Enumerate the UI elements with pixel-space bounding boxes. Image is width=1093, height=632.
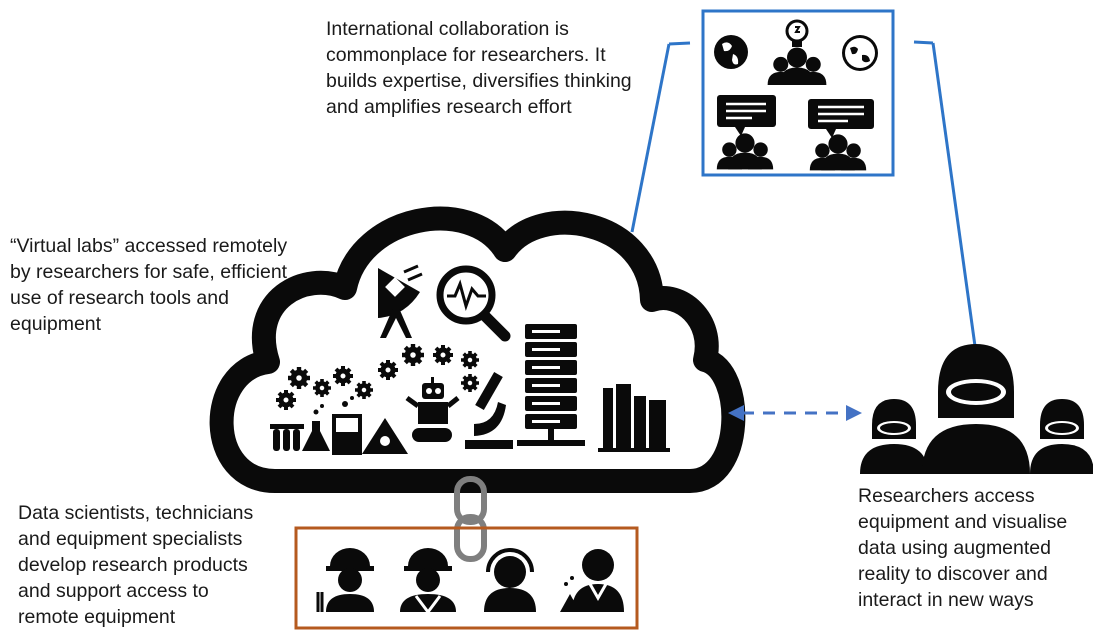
globe-icon bbox=[714, 35, 748, 69]
magnifier-icon bbox=[436, 265, 511, 342]
server-rack-icon bbox=[517, 324, 585, 446]
speech-bubble-icon bbox=[717, 95, 776, 136]
collab-connector-left-tick bbox=[668, 41, 691, 46]
collab-connector-right-tick bbox=[913, 40, 934, 45]
worker-icon bbox=[400, 548, 456, 615]
researchers-group bbox=[860, 344, 1093, 474]
satellite-dish-icon bbox=[378, 264, 423, 338]
books-icon bbox=[598, 384, 670, 452]
data-scientists-text: Data scientists, technicians and equipme… bbox=[18, 502, 254, 628]
test-tubes-icon bbox=[270, 424, 304, 451]
dashed-double-arrow bbox=[728, 405, 862, 421]
chain-icon bbox=[454, 476, 487, 562]
globe-icon bbox=[842, 35, 878, 71]
biohazard-icon bbox=[362, 418, 408, 454]
flask-icon bbox=[302, 404, 330, 451]
researchers-text: Researchers access equipment and visuali… bbox=[858, 485, 1068, 611]
worker-icon bbox=[316, 548, 374, 612]
vr-headset-icon bbox=[1030, 399, 1093, 474]
collab-connector-left bbox=[630, 43, 671, 233]
scientist-icon bbox=[560, 549, 624, 612]
headset-icon bbox=[484, 548, 536, 612]
vr-headset-icon bbox=[922, 344, 1030, 474]
collaboration-box bbox=[701, 9, 895, 177]
virtual-labs-text: “Virtual labs” accessed remotely by rese… bbox=[10, 235, 288, 335]
support-team-box bbox=[294, 526, 639, 630]
vr-headset-icon bbox=[860, 399, 928, 474]
collab-connector-right bbox=[931, 42, 977, 347]
microscope-icon bbox=[465, 372, 513, 449]
robot-icon bbox=[405, 377, 460, 442]
collaboration-text: International collaboration is commonpla… bbox=[326, 18, 632, 118]
lightbulb-icon bbox=[785, 19, 809, 47]
beaker-icon bbox=[332, 396, 362, 455]
speech-bubble-icon bbox=[808, 99, 874, 138]
